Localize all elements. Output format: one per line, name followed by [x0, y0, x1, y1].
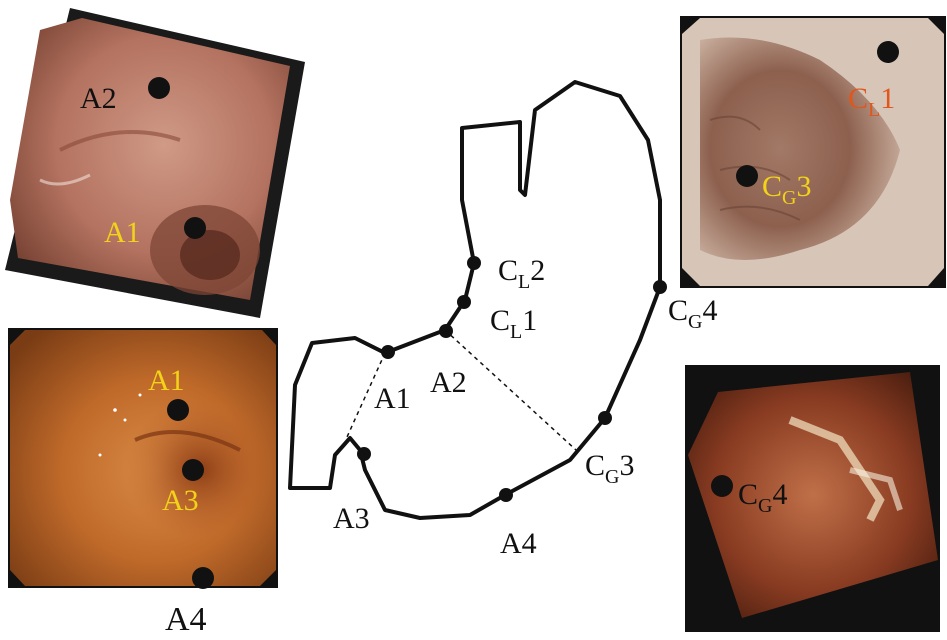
label-a1: A1: [104, 216, 141, 249]
stomach-dot-cl2: [467, 256, 481, 270]
endoscopy-photo-top-left: A2 A1: [5, 8, 305, 318]
label-a1: A1: [148, 364, 185, 397]
landmark-dot-a1: [167, 399, 189, 421]
label-cl1: CL1: [490, 304, 537, 343]
label-a1: A1: [374, 382, 411, 415]
landmark-dot-a1: [184, 217, 206, 239]
label-cg4: CG4: [668, 294, 717, 333]
landmark-dot-a4: [192, 567, 214, 589]
landmark-dot-a3: [182, 459, 204, 481]
label-a3: A3: [162, 484, 199, 517]
stomach-dot-a3: [357, 447, 371, 461]
landmark-dot-cl1: [877, 41, 899, 63]
stomach-dot-a1: [381, 345, 395, 359]
landmark-dot-cg3: [736, 165, 758, 187]
label-a4-outside: A4: [165, 601, 207, 638]
endoscopy-photo-bottom-right: CG4: [685, 365, 940, 632]
label-a4: A4: [500, 527, 537, 560]
landmark-dot-cg4: [711, 475, 733, 497]
label-a2: A2: [80, 82, 117, 115]
endoscopy-photo-mid-left: A1 A3: [8, 328, 278, 589]
stomach-dot-cg3: [598, 411, 612, 425]
label-cg3: CG3: [585, 449, 634, 488]
label-a3: A3: [333, 502, 370, 535]
landmark-dot-a2: [148, 77, 170, 99]
stomach-dot-cg4: [653, 280, 667, 294]
stomach-outline: [290, 82, 667, 518]
stomach-dot-a2: [439, 324, 453, 338]
label-a2: A2: [430, 366, 467, 399]
stomach-labels: CL2 CL1 CG4 CG3 A1 A2 A3 A4: [333, 254, 717, 560]
stomach-dot-cl1: [457, 295, 471, 309]
label-cl2: CL2: [498, 254, 545, 293]
endoscopy-photo-top-right: CL1 CG3: [680, 16, 946, 288]
stomach-dot-a4: [499, 488, 513, 502]
